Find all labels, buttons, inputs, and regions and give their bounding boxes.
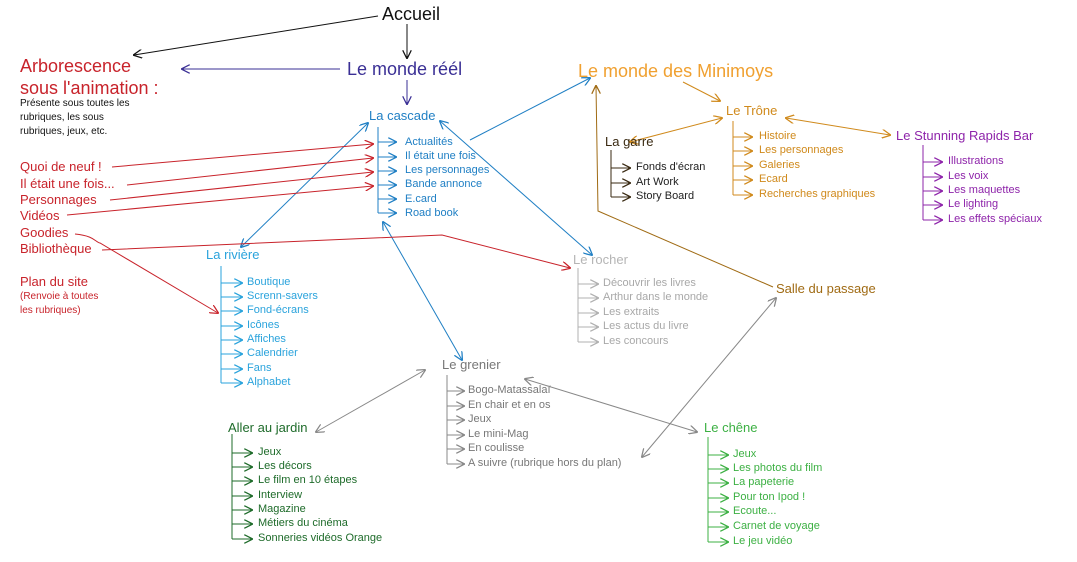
node-rocher: Le rocher <box>573 252 628 267</box>
rocher-item: Découvrir les livres <box>603 277 696 289</box>
trone-item: Recherches graphiques <box>759 188 876 200</box>
grenier-item: En coulisse <box>468 442 525 454</box>
plan-note-line1: (Renvoie à toutes <box>20 291 99 302</box>
jardin-item: Le film en 10 étapes <box>258 474 358 486</box>
chene-item: La papeterie <box>733 476 795 488</box>
rocher-item: Les extraits <box>603 306 660 318</box>
monde-reel-links <box>182 69 407 104</box>
stunning-item: Le lighting <box>948 198 999 210</box>
legend-note-line3: rubriques, jeux, etc. <box>20 126 108 137</box>
chene-item: Les photos du film <box>733 462 823 474</box>
node-monde-reel: Le monde réél <box>347 59 463 79</box>
grenier-item: Le mini-Mag <box>468 428 529 440</box>
riviere-item: Fond-écrans <box>247 304 309 316</box>
cascade-links <box>241 78 592 360</box>
node-accueil: Accueil <box>382 4 441 24</box>
chene-item: Carnet de voyage <box>733 520 820 532</box>
jardin-item: Les décors <box>258 460 312 472</box>
grenier-links <box>316 298 776 464</box>
menu-item-plan: Plan du site <box>20 274 88 289</box>
stunning-item: Les maquettes <box>948 184 1021 196</box>
jardin-item: Métiers du cinéma <box>258 517 348 529</box>
chene-links <box>707 437 728 542</box>
menu-item: Personnages <box>20 192 97 207</box>
menu-item: Goodies <box>20 225 69 240</box>
garre-item: Story Board <box>636 190 695 202</box>
garre-links <box>610 150 630 197</box>
jardin-item: Sonneries vidéos Orange <box>258 532 383 544</box>
jardin-item: Interview <box>258 489 303 501</box>
riviere-item: Icônes <box>247 319 280 331</box>
legend-title-line1: Arborescence <box>20 56 132 76</box>
menu-item: Bibliothèque <box>20 241 92 256</box>
riviere-item: Affiches <box>247 333 286 345</box>
stunning-item: Illustrations <box>948 155 1004 167</box>
cascade-item: Actualités <box>405 136 453 148</box>
stunning-item: Les effets spéciaux <box>948 213 1042 225</box>
node-garre: La garre <box>605 134 654 149</box>
jardin-links <box>231 434 252 539</box>
riviere-item: Calendrier <box>247 347 298 359</box>
node-stunning-rapids-bar: Le Stunning Rapids Bar <box>896 128 1034 143</box>
minimoys-links <box>630 81 890 195</box>
accueil-links <box>134 15 407 58</box>
rocher-item: Les concours <box>603 335 669 347</box>
menu-item: Vidéos <box>20 208 60 223</box>
node-chene: Le chêne <box>704 420 758 435</box>
riviere-item: Boutique <box>247 276 291 288</box>
jardin-item: Jeux <box>258 446 282 458</box>
node-cascade: La cascade <box>369 108 436 123</box>
legend-title-line2: sous l'animation : <box>20 78 159 98</box>
cascade-item: E.card <box>405 193 437 205</box>
stunning-links <box>922 145 942 220</box>
rocher-links <box>577 268 598 342</box>
node-trone: Le Trône <box>726 103 778 118</box>
node-monde-minimoys: Le monde des Minimoys <box>578 61 774 81</box>
menu-item: Quoi de neuf ! <box>20 159 102 174</box>
grenier-item: A suivre (rubrique hors du plan) <box>468 457 622 469</box>
grenier-item: Bogo-Matassalaï <box>468 384 551 396</box>
rocher-item: Les actus du livre <box>603 320 689 332</box>
cascade-item: Il était une fois <box>405 150 476 162</box>
jardin-item: Magazine <box>258 503 306 515</box>
node-grenier: Le grenier <box>442 357 501 372</box>
node-salle-du-passage: Salle du passage <box>776 281 876 296</box>
trone-item: Histoire <box>759 130 797 142</box>
riviere-item: Fans <box>247 362 272 374</box>
garre-item: Fonds d'écran <box>636 161 706 173</box>
node-riviere: La rivière <box>206 247 260 262</box>
riviere-item: Alphabet <box>247 376 291 388</box>
cascade-item: Road book <box>405 207 459 219</box>
garre-item: Art Work <box>636 176 679 188</box>
node-jardin: Aller au jardin <box>228 420 308 435</box>
menu-links <box>66 144 570 313</box>
cascade-item: Les personnages <box>405 164 490 176</box>
menu-item: Il était une fois... <box>20 176 115 191</box>
plan-note-line2: les rubriques) <box>20 305 81 316</box>
legend-note-line2: rubriques, les sous <box>20 112 104 123</box>
trone-item: Galeries <box>759 159 800 171</box>
chene-item: Pour ton Ipod ! <box>733 491 806 503</box>
trone-item: Ecard <box>759 173 788 185</box>
legend-note-line1: Présente sous toutes les <box>20 98 130 109</box>
chene-item: Le jeu vidéo <box>733 535 793 547</box>
grenier-item: En chair et en os <box>468 399 551 411</box>
chene-item: Jeux <box>733 448 757 460</box>
trone-item: Les personnages <box>759 144 844 156</box>
stunning-item: Les voix <box>948 170 989 182</box>
grenier-item: Jeux <box>468 413 492 425</box>
chene-item: Ecoute... <box>733 505 777 517</box>
cascade-item: Bande annonce <box>405 178 483 190</box>
riviere-item: Screnn-savers <box>247 290 318 302</box>
rocher-item: Arthur dans le monde <box>603 291 709 303</box>
riviere-links <box>220 266 242 383</box>
salle-links <box>596 86 774 288</box>
